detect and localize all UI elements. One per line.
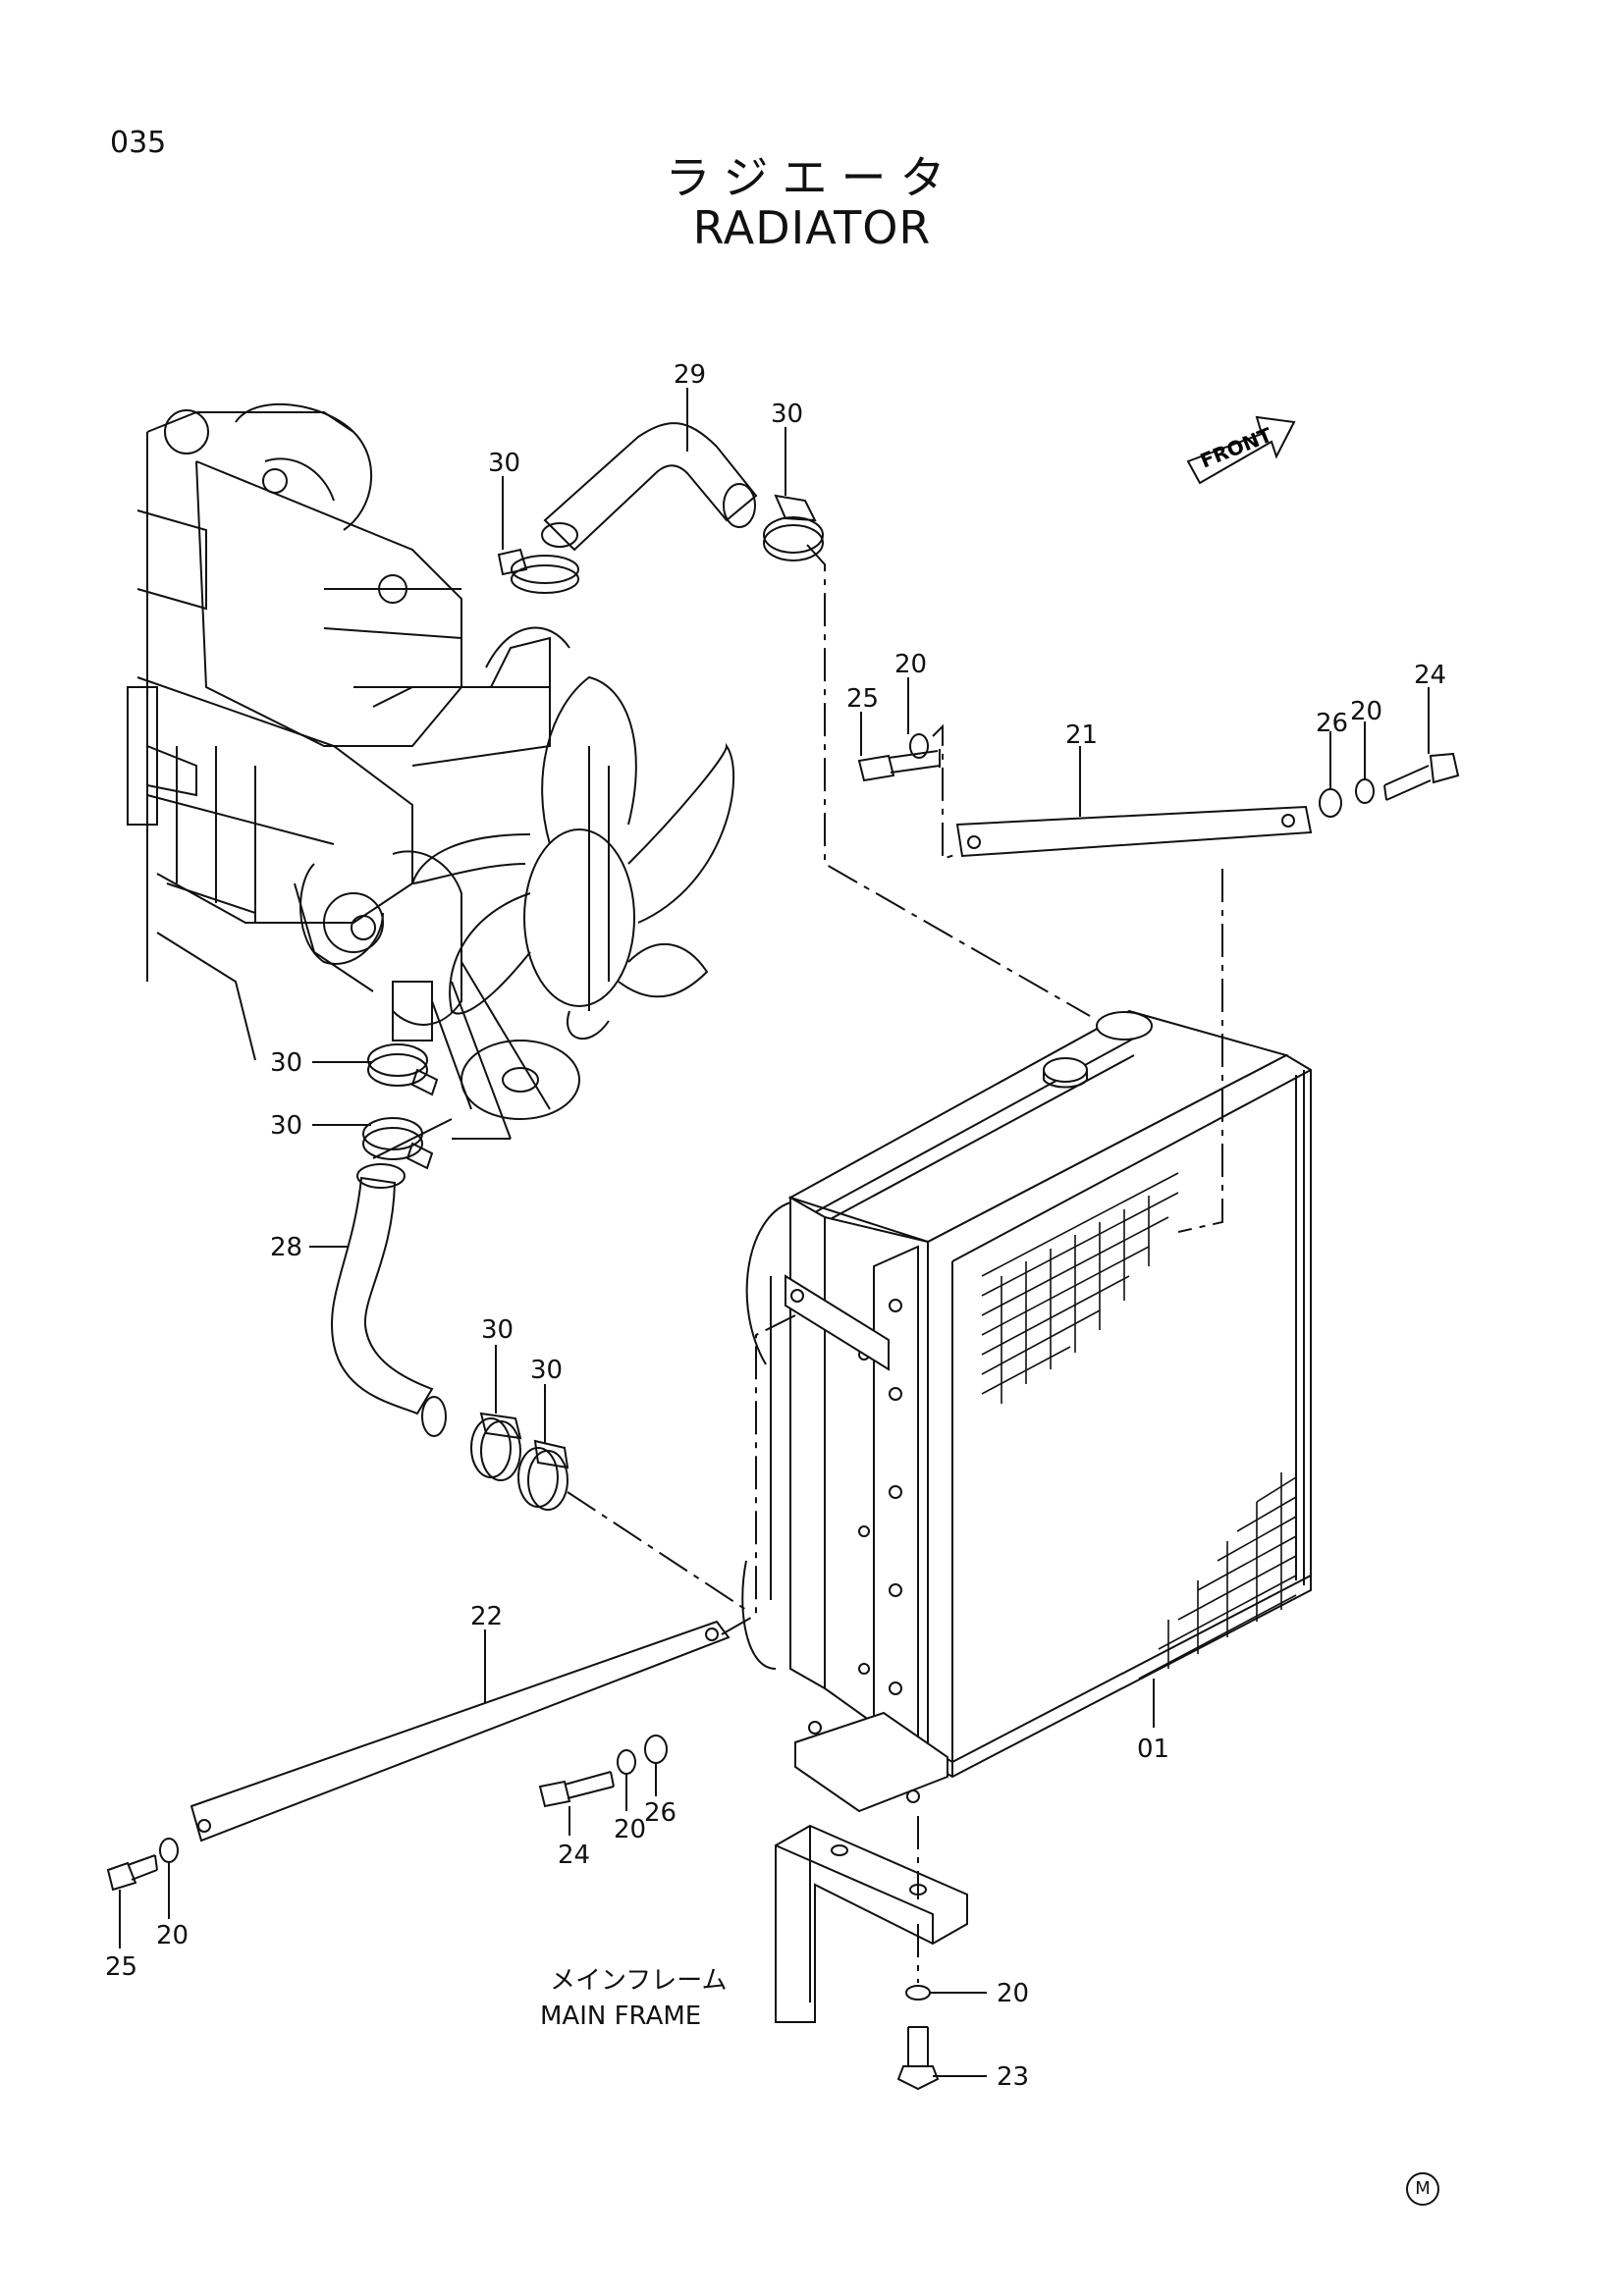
clamp-30-lower-a [470,1412,522,1481]
bolt-24-upper [1383,752,1460,801]
label-01: 01 [1137,1735,1169,1764]
label-30-lower-a: 30 [481,1315,514,1345]
main-frame-label-en: MAIN FRAME [540,2002,701,2031]
label-30-top-left: 30 [488,449,520,478]
bolt-25-upper [857,749,941,782]
clamp-30-upper-right [763,494,824,561]
radiator-01 [741,1009,1312,1813]
label-21: 21 [1065,721,1098,750]
label-23: 23 [997,2062,1029,2092]
label-30-middle-a: 30 [270,1048,302,1078]
reference-lines [567,544,1223,1983]
bolt-25-lower [106,1854,158,1892]
lower-hose-28 [330,1163,447,1437]
label-30-middle-b: 30 [270,1111,302,1141]
clamp-30-middle-a [367,1043,439,1096]
bolt-23 [896,2026,940,2091]
label-28: 28 [270,1233,302,1262]
clamp-30-upper-left [497,548,579,594]
label-20-bottom: 20 [614,1815,646,1844]
page-number: 035 [110,126,167,160]
corner-mark: M [1406,2172,1439,2206]
label-20-bottom-left: 20 [156,1921,189,1950]
main-frame-label-jp: メインフレーム [550,1966,727,1996]
label-24-top: 24 [1414,661,1446,690]
title-english: RADIATOR [692,201,932,254]
washer-26-lower [644,1735,668,1764]
front-label: FRONT [1197,423,1275,473]
bolt-24-lower [538,1771,615,1808]
stay-21 [955,805,1313,858]
front-direction-arrow: FRONT [1186,415,1296,485]
title-japanese: ラジエータ [665,151,959,204]
label-20-top-right: 20 [1350,697,1382,726]
label-24-bottom: 24 [558,1841,590,1870]
main-frame-bracket [775,1824,968,2023]
washer-20-lower-left [159,1838,179,1863]
clamp-30-lower-b [517,1439,569,1511]
label-29: 29 [674,360,706,390]
washer-20-lower [617,1749,636,1775]
leader-lines [119,388,1430,2077]
label-22: 22 [470,1602,503,1631]
label-30-top-right: 30 [771,400,803,429]
label-25-bottom: 25 [105,1952,137,1982]
washer-26-upper [1319,788,1342,818]
clamp-30-middle-b [362,1117,434,1170]
washer-20-upper [909,733,929,759]
label-25-top: 25 [846,684,879,714]
engine-illustration [127,402,735,1159]
upper-hose-29 [541,422,758,552]
stay-22 [189,1620,731,1842]
label-20-top: 20 [894,650,927,679]
washer-20-upper-right [1355,778,1375,804]
label-26-top: 26 [1316,709,1348,738]
label-30-lower-b: 30 [530,1356,563,1385]
washer-20-frame [905,1985,931,2001]
label-20-frame: 20 [997,1979,1029,2008]
label-26-bottom: 26 [644,1798,677,1828]
